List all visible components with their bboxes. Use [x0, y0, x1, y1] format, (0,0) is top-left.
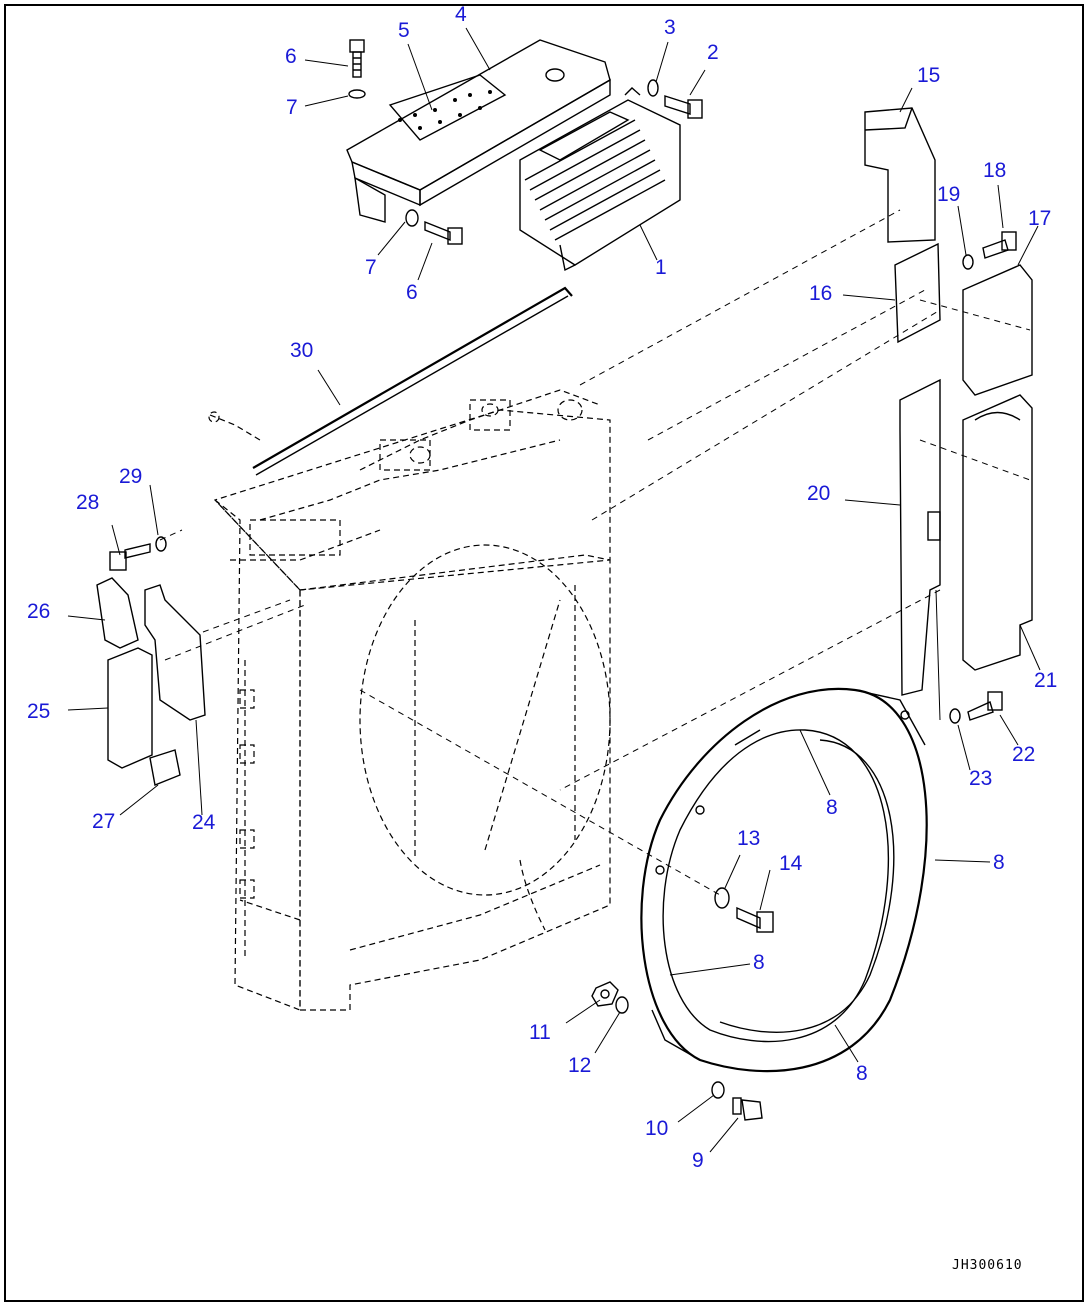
callout-25: 25: [27, 700, 51, 723]
callout-15: 15: [917, 64, 941, 87]
callout-3: 3: [664, 16, 676, 39]
washer-19: [962, 254, 974, 270]
callout-6-top: 6: [285, 45, 297, 68]
callout-6-bottom: 6: [406, 281, 418, 304]
washer-10: [711, 1081, 725, 1099]
callout-29: 29: [119, 465, 143, 488]
oil-cooler: [519, 87, 681, 272]
seal-rod-30: [252, 286, 573, 476]
callout-7-bottom: 7: [365, 256, 377, 279]
bolt-6-top: [349, 39, 365, 78]
seal-25: [107, 647, 153, 769]
bolt-28: [109, 543, 151, 571]
callout-8-inner-bottom: 8: [753, 951, 765, 974]
callout-24: 24: [192, 811, 216, 834]
callout-9: 9: [692, 1149, 704, 1172]
callout-7-top: 7: [286, 96, 298, 119]
callout-20: 20: [807, 482, 831, 505]
washer-13: [714, 887, 730, 909]
callout-30: 30: [290, 339, 314, 362]
callout-1: 1: [655, 256, 667, 279]
cover-16: [894, 242, 941, 344]
callout-26: 26: [27, 600, 51, 623]
callout-18: 18: [983, 159, 1007, 182]
callout-27: 27: [92, 810, 116, 833]
block-27: [149, 749, 181, 786]
cover-24: [144, 584, 206, 721]
bolt-14: [736, 906, 774, 933]
seal-26: [96, 577, 139, 649]
bolt-22: [967, 691, 1003, 721]
nut-11: [591, 981, 619, 1007]
bolt-2: [664, 95, 703, 119]
radiator-shroud-frame: [208, 389, 611, 1011]
callout-4: 4: [455, 3, 467, 26]
fan-ring-8: [640, 687, 928, 1073]
drawing-reference-code: JH300610: [952, 1258, 1023, 1273]
leader-lines: [67, 27, 1041, 1153]
callout-19: 19: [937, 183, 961, 206]
callout-12: 12: [568, 1054, 592, 1077]
washer-3: [647, 79, 659, 97]
seal-17: [962, 264, 1033, 396]
callout-17: 17: [1028, 207, 1052, 230]
callout-11: 11: [529, 1021, 551, 1044]
reference-lines: [159, 209, 1031, 896]
bolt-9: [732, 1097, 763, 1121]
callout-2: 2: [707, 41, 719, 64]
callout-8-inner-top: 8: [826, 796, 838, 819]
callout-8-bottom: 8: [856, 1062, 868, 1085]
callout-16: 16: [809, 282, 833, 305]
washer-29: [155, 536, 167, 552]
top-bracket: [346, 39, 611, 223]
callout-23: 23: [969, 767, 993, 790]
seal-15: [864, 107, 936, 243]
cover-20: [899, 378, 941, 696]
bolt-18: [982, 231, 1017, 259]
washer-23: [949, 708, 961, 724]
callout-28: 28: [76, 491, 100, 514]
bolt-6-bottom: [424, 220, 463, 245]
callout-5: 5: [398, 19, 410, 42]
callout-8-right: 8: [993, 851, 1005, 874]
callout-22: 22: [1012, 743, 1036, 766]
washer-7-bottom: [405, 209, 419, 227]
callout-13: 13: [737, 827, 761, 850]
washer-12: [615, 996, 629, 1014]
callout-21: 21: [1034, 669, 1058, 692]
callout-10: 10: [645, 1117, 669, 1140]
washer-7-top: [348, 89, 366, 99]
callout-14: 14: [779, 852, 803, 875]
